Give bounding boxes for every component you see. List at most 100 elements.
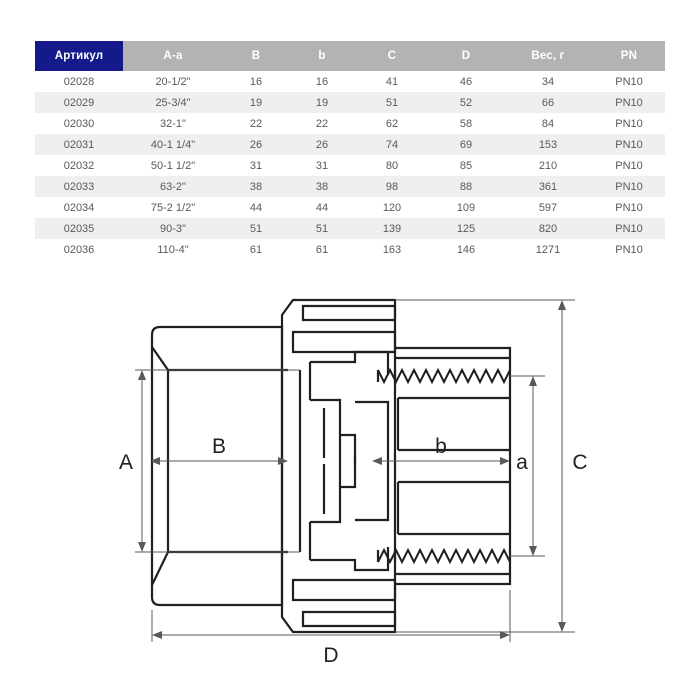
- cell-article: 02032: [35, 155, 123, 176]
- cell-c: 80: [355, 155, 429, 176]
- fitting-outline: [150, 325, 288, 607]
- internal-insert-detail: [298, 350, 390, 572]
- cell-d: 46: [429, 71, 503, 92]
- cell-b-lower: 31: [289, 155, 355, 176]
- cell-pn: PN10: [593, 92, 665, 113]
- column-header-pn: PN: [593, 41, 665, 71]
- cell-d: 88: [429, 176, 503, 197]
- cell-d: 69: [429, 134, 503, 155]
- cell-size: 90-3": [123, 218, 223, 239]
- dimension-label-a: a: [516, 451, 528, 474]
- cell-b-upper: 38: [223, 176, 289, 197]
- cell-article: 02034: [35, 197, 123, 218]
- technical-drawing: A B b a C D: [0, 290, 700, 690]
- cell-pn: PN10: [593, 239, 665, 260]
- cell-d: 85: [429, 155, 503, 176]
- cell-b-lower: 22: [289, 113, 355, 134]
- cell-c: 98: [355, 176, 429, 197]
- cell-b-upper: 26: [223, 134, 289, 155]
- cell-b-lower: 38: [289, 176, 355, 197]
- cell-d: 58: [429, 113, 503, 134]
- cell-b-upper: 44: [223, 197, 289, 218]
- cell-b-upper: 31: [223, 155, 289, 176]
- column-header-c: C: [355, 41, 429, 71]
- cell-weight: 34: [503, 71, 593, 92]
- cell-weight: 361: [503, 176, 593, 197]
- cell-c: 41: [355, 71, 429, 92]
- cell-weight: 66: [503, 92, 593, 113]
- cell-article: 02030: [35, 113, 123, 134]
- cell-b-lower: 51: [289, 218, 355, 239]
- cell-b-lower: 61: [289, 239, 355, 260]
- cell-b-lower: 26: [289, 134, 355, 155]
- cell-article: 02029: [35, 92, 123, 113]
- cell-size: 50-1 1/2": [123, 155, 223, 176]
- cell-b-upper: 22: [223, 113, 289, 134]
- cell-pn: PN10: [593, 218, 665, 239]
- cell-pn: PN10: [593, 134, 665, 155]
- dimension-a: [529, 376, 537, 556]
- table-header-row: Артикул A-a B b C D Вес, г PN: [35, 41, 665, 71]
- dimension-label-D: D: [323, 644, 338, 667]
- dimension-D: [152, 631, 510, 639]
- dimension-b-lower: [372, 457, 510, 465]
- cell-d: 146: [429, 239, 503, 260]
- dimension-A: [138, 370, 146, 552]
- cell-weight: 1271: [503, 239, 593, 260]
- column-header-d: D: [429, 41, 503, 71]
- cell-c: 62: [355, 113, 429, 134]
- dimension-label-C: C: [572, 451, 587, 474]
- dimension-B: [150, 457, 288, 465]
- cell-size: 25-3/4": [123, 92, 223, 113]
- cell-weight: 84: [503, 113, 593, 134]
- cell-c: 74: [355, 134, 429, 155]
- cell-weight: 210: [503, 155, 593, 176]
- cell-weight: 153: [503, 134, 593, 155]
- cell-b-upper: 16: [223, 71, 289, 92]
- cell-pn: PN10: [593, 176, 665, 197]
- dimension-lines: [135, 299, 575, 642]
- thread-boundary-lines: [376, 370, 397, 562]
- cell-b-lower: 19: [289, 92, 355, 113]
- cell-pn: PN10: [593, 197, 665, 218]
- dimension-label-B: B: [212, 435, 226, 458]
- cell-size: 32-1": [123, 113, 223, 134]
- column-header-b-lower: b: [289, 41, 355, 71]
- column-header-weight: Вес, г: [503, 41, 593, 71]
- cell-c: 51: [355, 92, 429, 113]
- threaded-end-section: [395, 346, 512, 586]
- cell-pn: PN10: [593, 155, 665, 176]
- cell-d: 125: [429, 218, 503, 239]
- dimension-label-b: b: [435, 435, 447, 458]
- cell-size: 110-4": [123, 239, 223, 260]
- cell-article: 02035: [35, 218, 123, 239]
- column-header-article: Артикул: [35, 41, 123, 71]
- cell-c: 120: [355, 197, 429, 218]
- cell-d: 52: [429, 92, 503, 113]
- cell-pn: PN10: [593, 71, 665, 92]
- cell-pn: PN10: [593, 113, 665, 134]
- cell-b-lower: 16: [289, 71, 355, 92]
- thread-profile-bottom: [377, 547, 511, 565]
- cell-article: 02036: [35, 239, 123, 260]
- cell-article: 02031: [35, 134, 123, 155]
- cell-c: 139: [355, 218, 429, 239]
- column-header-a-a: A-a: [123, 41, 223, 71]
- cell-b-upper: 61: [223, 239, 289, 260]
- thread-profile-top: [377, 367, 511, 385]
- cell-size: 63-2": [123, 176, 223, 197]
- cell-weight: 820: [503, 218, 593, 239]
- cell-article: 02028: [35, 71, 123, 92]
